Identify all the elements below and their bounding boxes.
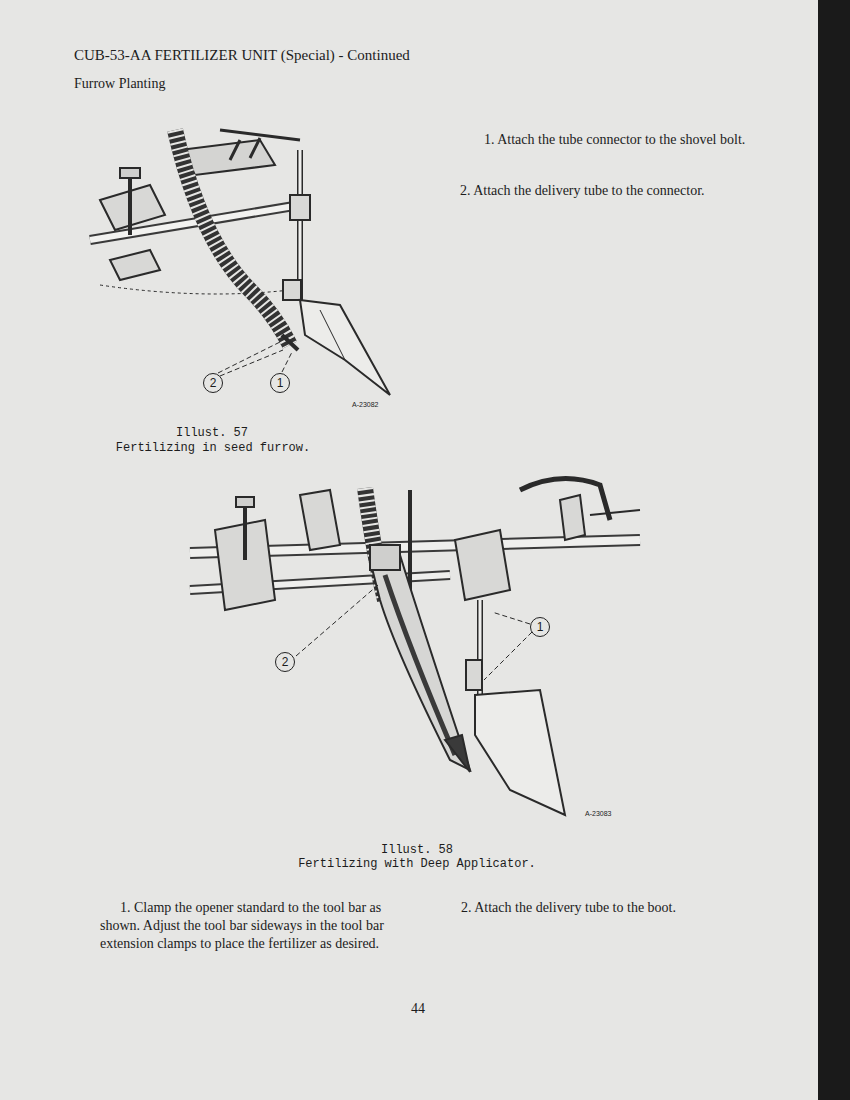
page-edge-shadow — [818, 0, 850, 1100]
callout-number: 1 — [270, 373, 290, 393]
illustration-caption: Fertilizing with Deep Applicator. — [217, 857, 617, 873]
illustration-caption: Fertilizing in seed furrow. — [63, 441, 363, 457]
step-text: 2. Attach the delivery tube to the conne… — [436, 182, 786, 200]
page-title: CUB-53-AA FERTILIZER UNIT (Special) - Co… — [74, 46, 410, 66]
drawing-number: A-23082 — [352, 400, 378, 409]
step-text: 1. Clamp the opener standard to the tool… — [100, 899, 405, 954]
callout-number: 1 — [530, 617, 550, 637]
illustration-number: Illust. 57 — [112, 426, 312, 442]
illustration-number: Illust. 58 — [317, 843, 517, 859]
deep-applicator-drawing — [190, 479, 640, 815]
page-number: 44 — [403, 1000, 433, 1018]
seed-furrow-drawing — [90, 130, 390, 395]
callout-number: 2 — [275, 652, 295, 672]
step-text: 2. Attach the delivery tube to the boot. — [461, 899, 791, 917]
drawing-number: A-23083 — [585, 809, 611, 818]
callout-number: 2 — [203, 373, 223, 393]
section-heading: Furrow Planting — [74, 75, 165, 93]
step-text: 1. Attach the tube connector to the shov… — [436, 131, 786, 149]
